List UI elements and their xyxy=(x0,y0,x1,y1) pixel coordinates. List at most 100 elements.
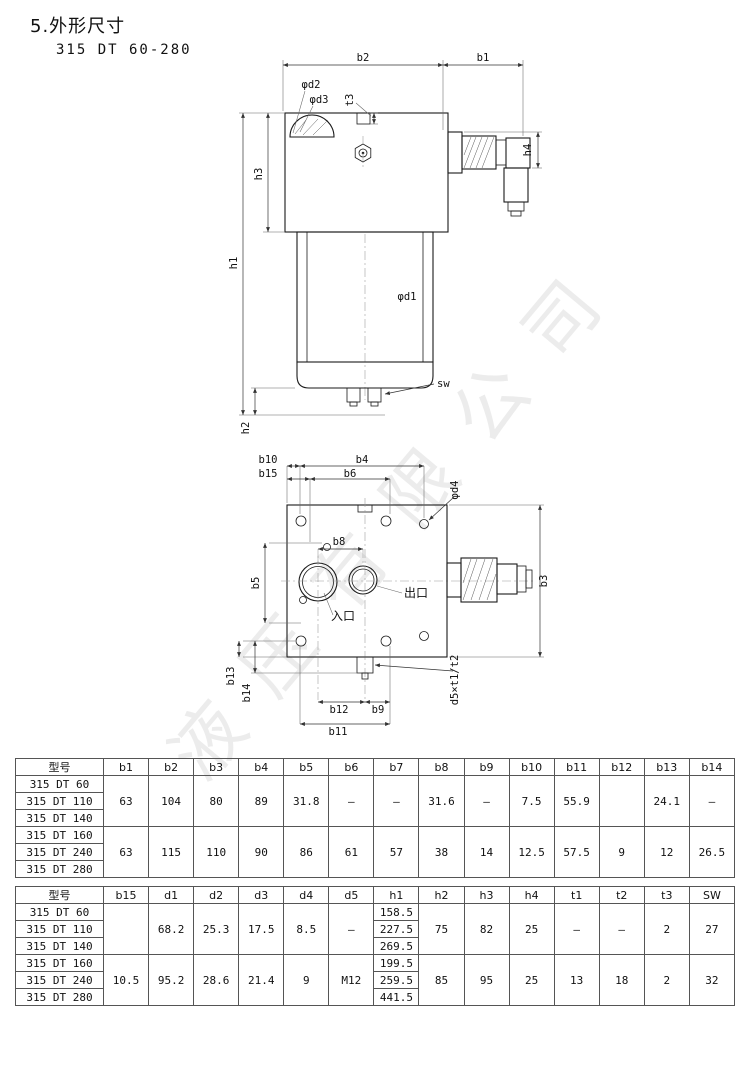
value-cell: 25 xyxy=(508,903,555,955)
dim-label-h2: h2 xyxy=(240,422,252,435)
value-cell: 32 xyxy=(688,954,736,1006)
value-cell: 269.5 xyxy=(373,937,420,955)
connector-side xyxy=(446,557,533,603)
header-cell: b1 xyxy=(102,758,150,776)
value-cell: 2 xyxy=(643,903,690,955)
value-cell: 14 xyxy=(463,826,510,878)
table-row: 315 DT 140 269.5 xyxy=(15,937,735,955)
header-cell: b5 xyxy=(283,758,330,776)
value-cell: 26.5 xyxy=(688,826,736,878)
value-cell xyxy=(102,903,150,955)
value-cell: — xyxy=(463,775,510,827)
dim-label-d3: φd3 xyxy=(310,94,329,106)
port-face-drawing: b10 b4 b15 b6 φd4 b8 b5 b3 b13 b14 xyxy=(225,454,550,738)
solenoid-coil xyxy=(296,231,434,407)
connector-assembly xyxy=(447,131,531,217)
dim-label-b5: b5 xyxy=(250,577,262,590)
dim-label-d1: φd1 xyxy=(398,291,417,303)
dimension-table-b: 型号 b1 b2 b3 b4 b5 b6 b7 b8 b9 b10 b11 b1… xyxy=(15,758,736,878)
value-cell: M12 xyxy=(328,954,375,1006)
outlet-port xyxy=(348,565,378,595)
model-cell: 315 DT 160 xyxy=(15,954,104,972)
header-cell: b6 xyxy=(328,758,375,776)
side-view-dimensions: b2 b1 φd2 φd3 t3 h4 h3 h1 h2 xyxy=(228,52,542,434)
dim-label-h1: h1 xyxy=(228,257,240,270)
value-cell: 21.4 xyxy=(238,954,285,1006)
value-cell: — xyxy=(328,775,375,827)
terminal xyxy=(346,387,361,403)
value-cell: 17.5 xyxy=(238,903,285,955)
header-cell: b2 xyxy=(148,758,195,776)
model-cell: 315 DT 140 xyxy=(15,809,104,827)
value-cell: 63 xyxy=(102,826,150,878)
value-cell: 25.3 xyxy=(193,903,240,955)
value-cell: — xyxy=(328,903,375,955)
value-cell: 9 xyxy=(598,826,645,878)
value-cell: 31.8 xyxy=(283,775,330,827)
model-cell: 315 DT 60 xyxy=(15,775,104,793)
value-cell: 104 xyxy=(148,775,195,827)
dim-label-b1: b1 xyxy=(477,52,490,64)
value-cell: — xyxy=(553,903,600,955)
value-cell: 24.1 xyxy=(643,775,690,827)
model-cell: 315 DT 160 xyxy=(15,826,104,844)
header-cell: h4 xyxy=(508,886,555,904)
page-title: 5.外形尺寸 xyxy=(30,16,126,37)
value-cell: — xyxy=(598,903,645,955)
header-cell: b9 xyxy=(463,758,510,776)
valve-body-outline xyxy=(284,112,449,233)
dim-label-d4: φd4 xyxy=(449,481,461,500)
value-cell: — xyxy=(688,775,736,827)
dim-label-b4: b4 xyxy=(356,454,369,466)
header-cell: b12 xyxy=(598,758,645,776)
model-cell: 315 DT 280 xyxy=(15,988,104,1006)
value-cell: 12.5 xyxy=(508,826,555,878)
value-cell: 95 xyxy=(463,954,510,1006)
dim-label-b12: b12 xyxy=(330,704,349,716)
header-cell: b4 xyxy=(238,758,285,776)
dim-label-h3: h3 xyxy=(253,168,265,181)
model-cell: 315 DT 240 xyxy=(15,971,104,989)
model-cell: 315 DT 240 xyxy=(15,843,104,861)
value-cell: 12 xyxy=(643,826,690,878)
value-cell: 13 xyxy=(553,954,600,1006)
header-cell: b3 xyxy=(193,758,240,776)
value-cell: 68.2 xyxy=(148,903,195,955)
value-cell: — xyxy=(373,775,420,827)
value-cell: 85 xyxy=(418,954,465,1006)
dim-label-t3: t3 xyxy=(344,94,356,107)
header-cell: t1 xyxy=(553,886,600,904)
table-row: 315 DT 240 xyxy=(15,843,735,861)
table-row: 315 DT 60 63 104 80 89 31.8 — — 31.6 — 7… xyxy=(15,775,736,827)
value-cell: 80 xyxy=(193,775,240,827)
table-row: 315 DT 280 xyxy=(15,860,735,878)
value-cell: 9 xyxy=(283,954,330,1006)
dim-label-b15: b15 xyxy=(259,468,278,480)
header-cell: d3 xyxy=(238,886,285,904)
dim-label-b8: b8 xyxy=(333,536,346,548)
value-cell: 75 xyxy=(418,903,465,955)
value-cell: 25 xyxy=(508,954,555,1006)
header-cell: t3 xyxy=(643,886,690,904)
value-cell: 227.5 xyxy=(373,920,420,938)
value-cell: 199.5 xyxy=(373,954,420,972)
value-cell: 158.5 xyxy=(373,903,420,921)
value-cell: 63 xyxy=(102,775,150,827)
header-cell: h3 xyxy=(463,886,510,904)
table-row: 315 DT 60 68.2 25.3 17.5 8.5 — 158.5 75 … xyxy=(15,903,736,955)
header-cell: b8 xyxy=(418,758,465,776)
dim-label-b11: b11 xyxy=(329,726,348,738)
inlet-label: 入口 xyxy=(331,609,355,623)
header-cell: b10 xyxy=(508,758,555,776)
header-cell: 型号 xyxy=(15,758,104,776)
value-cell: 31.6 xyxy=(418,775,465,827)
header-cell: h1 xyxy=(373,886,420,904)
port-face-dimensions: b10 b4 b15 b6 φd4 b8 b5 b3 b13 b14 xyxy=(225,454,550,738)
header-cell: b14 xyxy=(688,758,736,776)
dim-label-b9: b9 xyxy=(372,704,385,716)
value-cell: 2 xyxy=(643,954,690,1006)
value-cell: 82 xyxy=(463,903,510,955)
header-cell: d1 xyxy=(148,886,195,904)
header-cell: b11 xyxy=(553,758,600,776)
dim-label-b2: b2 xyxy=(357,52,370,64)
